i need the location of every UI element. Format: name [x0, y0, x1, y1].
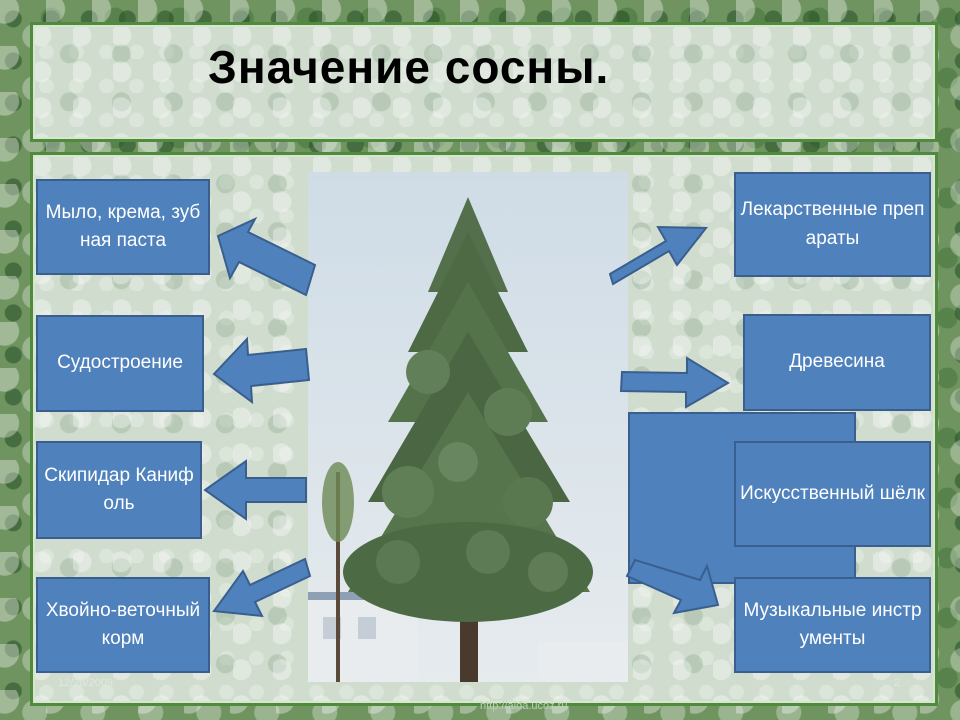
arrow-right-1 [608, 225, 709, 286]
slide-title: Значение сосны. [208, 41, 610, 93]
arrow-left-3 [203, 459, 307, 521]
footer-date: 12/28/2009 [58, 677, 114, 689]
arrow-left-1 [216, 216, 317, 297]
arrow-right-2 [619, 356, 730, 409]
pine-tree-photo [308, 172, 628, 682]
item-medicine-label: Лекарственные препараты [740, 199, 925, 249]
item-silk-label: Искусственный шёлк [740, 482, 925, 504]
item-instruments: Музыкальные инструменты [734, 577, 931, 673]
item-shipbuilding-label: Судостроение [57, 352, 183, 374]
item-medicine: Лекарственные препараты [734, 172, 931, 277]
arrow-left-2 [212, 336, 311, 405]
item-silk: Искусственный шёлк [734, 441, 931, 547]
item-soap-label: Мыло, крема, зубная паста [45, 201, 201, 252]
item-turpentine: Скипидар Канифоль [36, 441, 202, 539]
title-panel [30, 22, 938, 142]
arrow-right-4 [625, 558, 720, 615]
item-timber-label: Древесина [789, 351, 885, 373]
footer-page-number: 2 [894, 677, 901, 689]
item-shipbuilding: Судостроение [36, 315, 204, 412]
footer-source: http://aida.ucoz.ru [480, 700, 568, 712]
item-fodder: Хвойно-веточный корм [36, 577, 210, 673]
arrow-left-4 [212, 557, 312, 618]
item-turpentine-label: Скипидар Канифоль [44, 464, 194, 515]
item-fodder-label: Хвойно-веточный корм [45, 599, 201, 650]
item-soap: Мыло, крема, зубная паста [36, 179, 210, 275]
item-timber: Древесина [743, 314, 931, 411]
item-instruments-label: Музыкальные инструменты [743, 599, 922, 650]
